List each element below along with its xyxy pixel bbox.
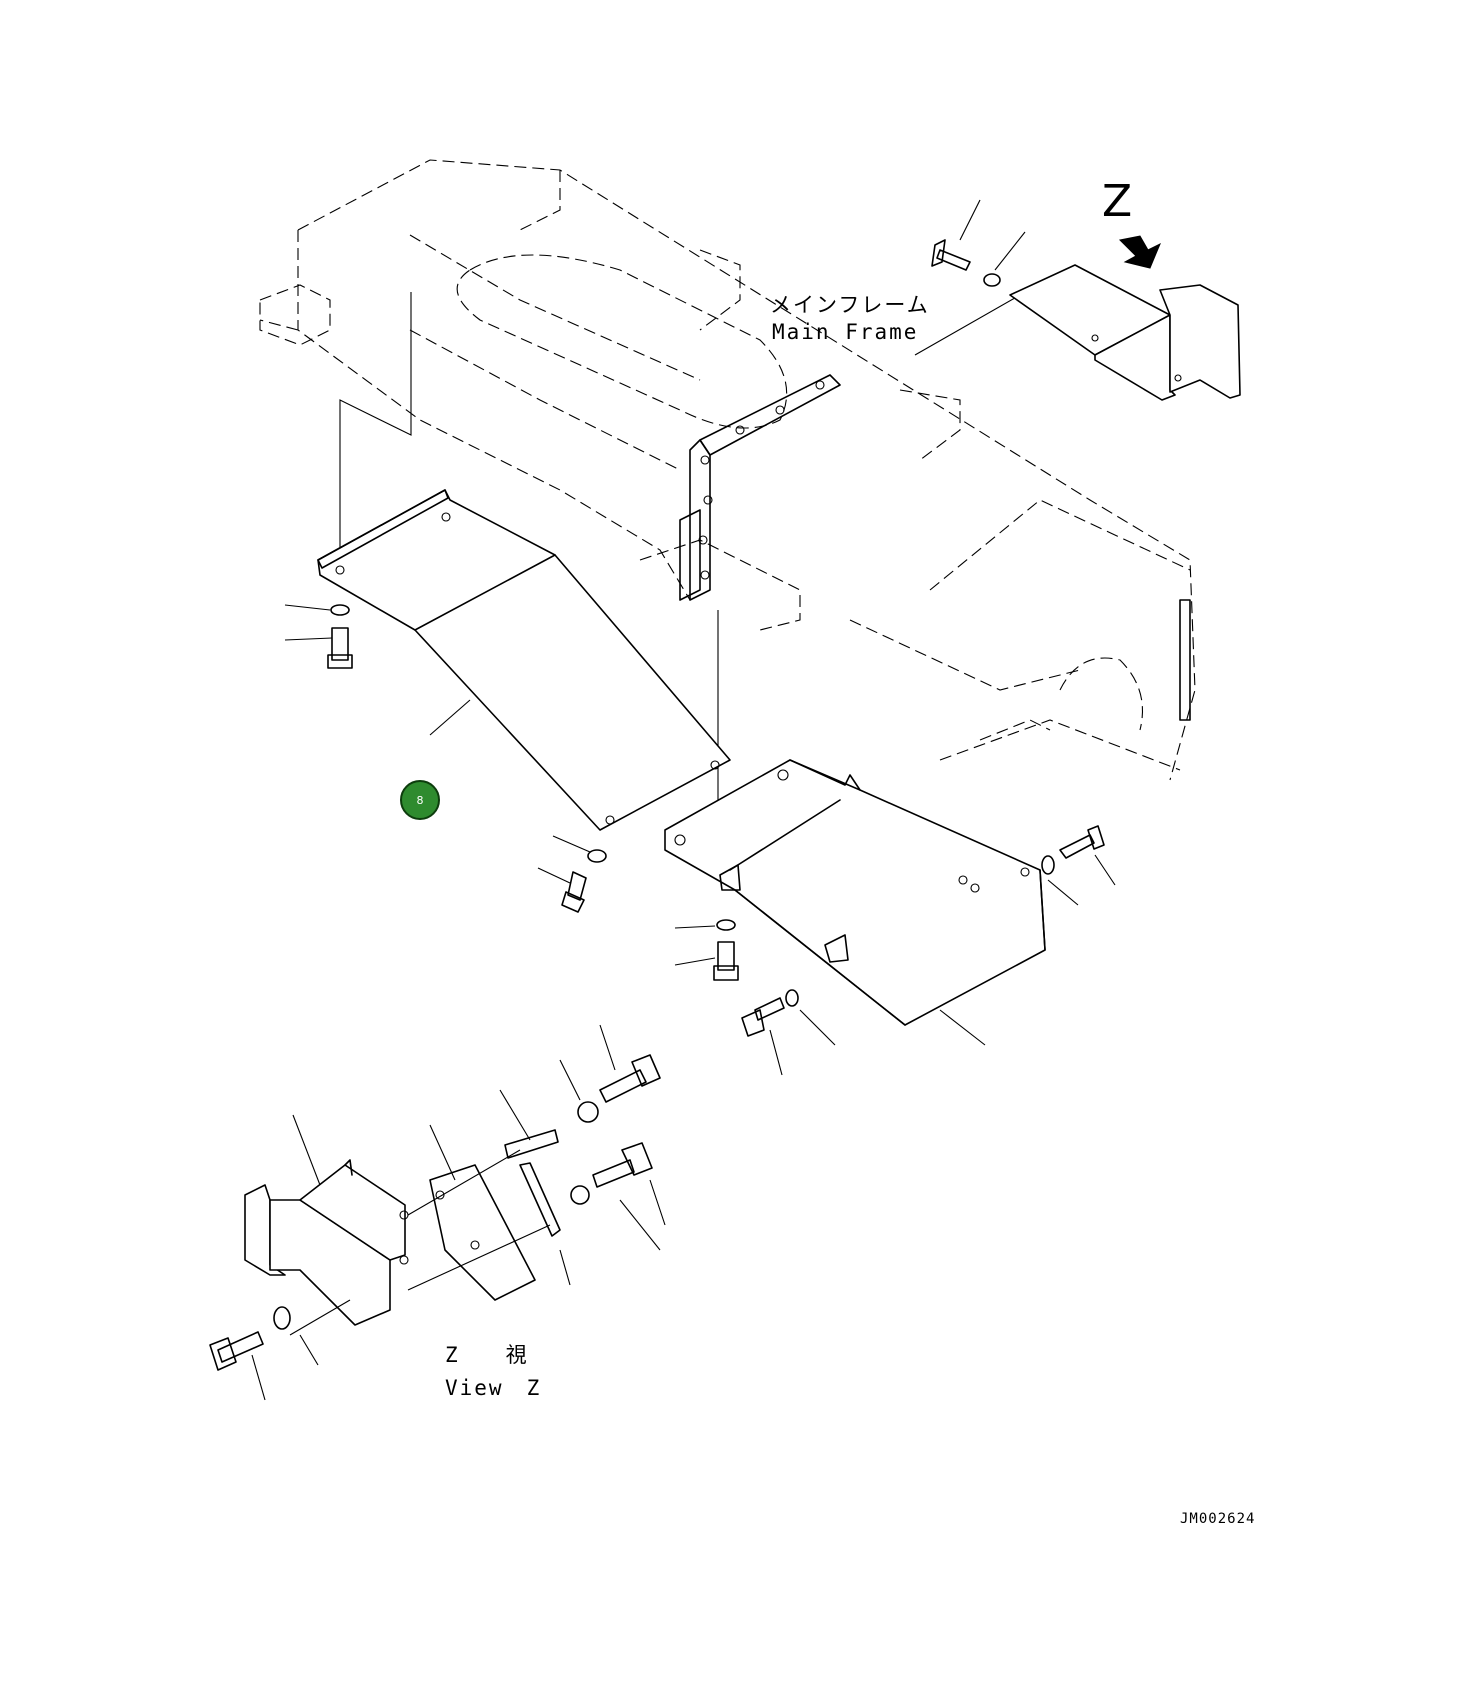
frame-mount-plates <box>679 374 1191 721</box>
view-z-caption-en: View Z <box>445 1376 542 1400</box>
view-z-letter: Z <box>1102 176 1133 227</box>
fasteners <box>284 199 1116 1076</box>
drawing-code: JM002624 <box>1180 1511 1256 1527</box>
view-z-caption-jp: Z 視 <box>445 1343 529 1367</box>
leader-cover <box>429 699 471 736</box>
leader-line-left <box>339 292 412 550</box>
main-frame-label-jp: メインフレーム <box>770 293 930 317</box>
upper-cover <box>317 489 731 831</box>
view-z-detail <box>209 1024 666 1401</box>
part-callout-number: 8 <box>416 793 424 807</box>
main-frame-outline <box>259 159 1196 781</box>
main-frame-label-en: Main Frame <box>772 320 919 344</box>
view-z-inset <box>914 235 1241 401</box>
lower-tray-cover <box>664 759 1046 1046</box>
part-callout-badge[interactable]: 8 <box>400 780 440 820</box>
leader-tray <box>939 1009 986 1046</box>
